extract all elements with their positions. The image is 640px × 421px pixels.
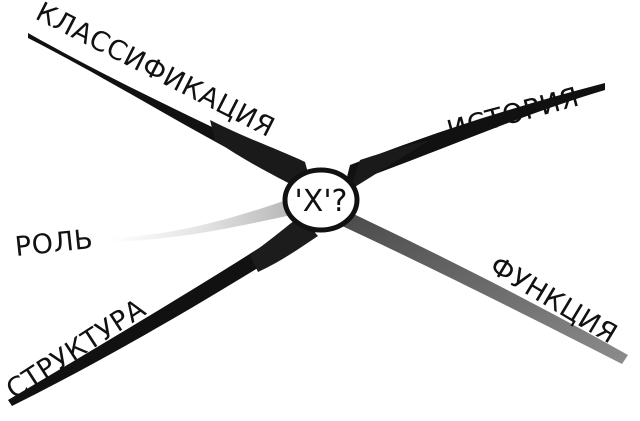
arm-classification-flare: [210, 120, 315, 198]
center-node: [282, 167, 360, 233]
label-history: ИСТОРИЯ: [444, 82, 583, 147]
arm-history: [345, 83, 605, 185]
arm-history-flare: [350, 140, 430, 190]
center-label: 'X'?: [295, 184, 348, 219]
arm-function: [340, 210, 628, 364]
arm-structure: [8, 222, 316, 406]
arm-structure-flare: [250, 216, 318, 272]
label-role: РОЛЬ: [13, 224, 94, 263]
arm-role: [110, 198, 296, 242]
label-classification: КЛАССИФИКАЦИЯ: [31, 0, 280, 144]
label-structure: СТРУКТУРА: [1, 293, 152, 406]
